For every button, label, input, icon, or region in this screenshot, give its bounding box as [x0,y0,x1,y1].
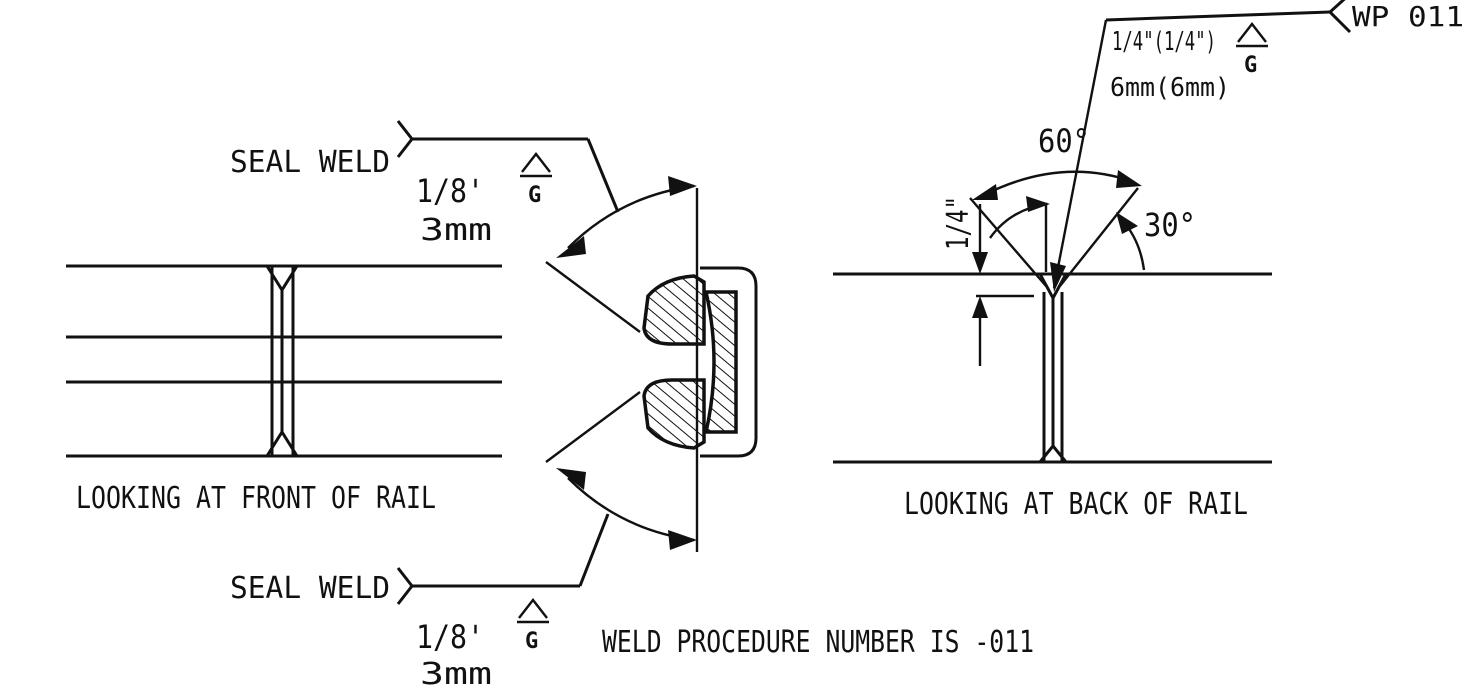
groove-weld-symbol: 1/4"(1/4") 6mm(6mm) G [1105,0,1352,103]
contour-flat-symbol-top [521,152,551,173]
back-rail-view [833,19,1272,464]
depth-label: 1/4" [941,196,976,250]
back-caption: LOOKING AT BACK OF RAIL [904,487,1248,522]
seal-weld-bottom-label: SEAL WELD [230,571,390,606]
groove-mm-label: 6mm(6mm) [1110,73,1230,103]
seal-weld-bottom-mm: 3mm [420,657,492,692]
seal-weld-symbol-bottom: SEAL WELD 1/8' 3mm G [230,513,610,692]
seal-weld-bottom-code: G [525,629,538,654]
seal-weld-bottom-size: 1/8' [416,618,484,656]
seal-weld-top-size: 1/8' [416,172,484,210]
procedure-note: WELD PROCEDURE NUMBER IS -011 [602,625,1034,660]
groove-code: G [1244,53,1257,78]
front-caption: LOOKING AT FRONT OF RAIL [76,481,436,516]
angle-60-label: 60° [1038,122,1090,160]
seal-weld-top-code: G [528,183,541,208]
seal-weld-top-mm: 3mm [420,213,492,248]
rail-cross-section [545,176,758,552]
contour-flat-symbol-bottom [518,598,548,619]
seal-weld-top-label: SEAL WELD [230,145,390,180]
angle-30-label: 30° [1144,206,1196,244]
wp-tag: WP 011 [1352,0,1464,33]
front-rail-view [66,264,502,458]
seal-weld-symbol-top: SEAL WELD 1/8' 3mm G [230,120,620,248]
contour-flat-symbol-groove [1237,22,1267,43]
groove-size-label: 1/4"(1/4") [1112,27,1216,57]
